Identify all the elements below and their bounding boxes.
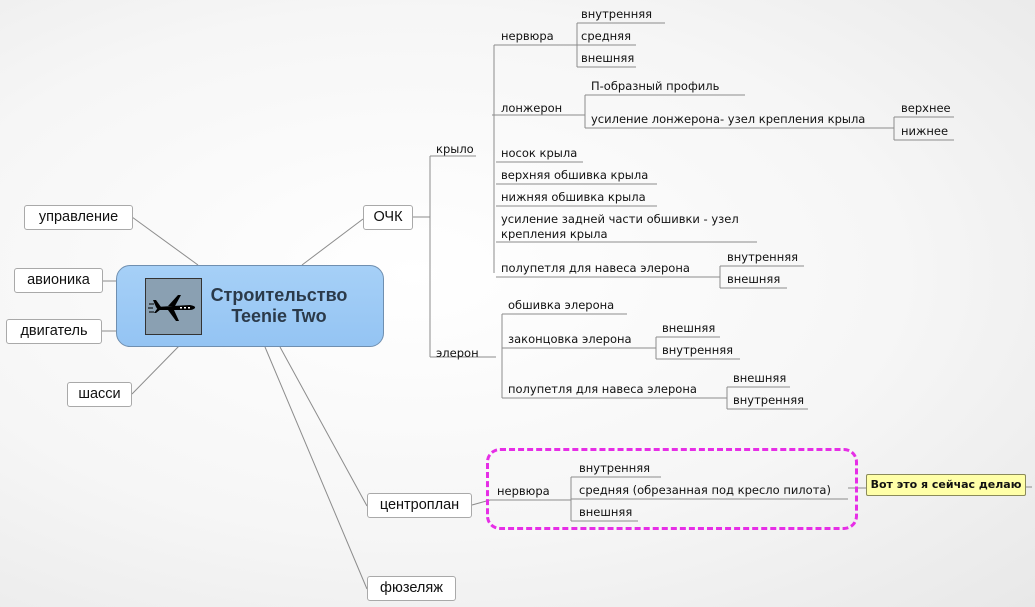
topic-centroplan[interactable]: центроплан [367, 493, 472, 518]
label-polu-el-vnutr[interactable]: внутренняя [733, 393, 805, 407]
label-krylo[interactable]: крыло [436, 142, 474, 156]
connector-line [301, 218, 364, 266]
central-title-line1: Строительство [210, 285, 348, 305]
callout-current-work[interactable]: Вот это я сейчас делаю [866, 474, 1026, 496]
label-zak-vnesh[interactable]: внешняя [662, 321, 716, 335]
label-polupetlya-kr[interactable]: полупетля для навеса элерона [501, 261, 690, 275]
label-obsh-el[interactable]: обшивка элерона [508, 298, 615, 312]
topic-fuzelyazh[interactable]: фюзеляж [367, 576, 456, 601]
label-nerv-sred[interactable]: средняя [581, 29, 632, 43]
topic-ochk[interactable]: ОЧК [363, 205, 413, 230]
label-c-vnutr[interactable]: внутренняя [579, 461, 651, 475]
label-polupetlya-el[interactable]: полупетля для навеса элерона [508, 382, 697, 396]
label-usil-zad-1[interactable]: усиление задней части обшивки - узел [501, 212, 739, 226]
label-nosok[interactable]: носок крыла [501, 146, 578, 160]
topic-shassi[interactable]: шасси [67, 382, 132, 407]
label-nerv-vnesh[interactable]: внешняя [581, 51, 635, 65]
label-usilenie-lonz[interactable]: усиление лонжерона- узел крепления крыла [591, 112, 866, 126]
label-eleron[interactable]: элерон [436, 346, 479, 360]
label-verh-obsh[interactable]: верхняя обшивка крыла [501, 168, 649, 182]
central-title: Строительство Teenie Two [205, 285, 353, 327]
label-verhnee[interactable]: верхнее [901, 101, 951, 115]
label-c-sred[interactable]: средняя (обрезанная под кресло пилота) [579, 483, 831, 497]
topic-upravlenie[interactable]: управление [24, 205, 133, 230]
label-usil-zad-2[interactable]: крепления крыла [501, 227, 608, 241]
label-polu-kr-vnutr[interactable]: внутренняя [727, 250, 799, 264]
connector-line [264, 346, 368, 590]
label-nerv-vnutr[interactable]: внутренняя [581, 7, 653, 21]
label-c-nervyura[interactable]: нервюра [497, 484, 550, 498]
connector-line [279, 346, 368, 507]
label-c-vnesh[interactable]: внешняя [579, 505, 633, 519]
label-nizhnee[interactable]: нижнее [901, 124, 949, 138]
central-topic[interactable]: Строительство Teenie Two [116, 265, 384, 347]
label-nervyura[interactable]: нервюра [501, 29, 554, 43]
connector-line [131, 344, 181, 395]
label-polu-kr-vnesh[interactable]: внешняя [727, 272, 781, 286]
label-nizh-obsh[interactable]: нижняя обшивка крыла [501, 190, 646, 204]
label-zak-vnutr[interactable]: внутренняя [662, 343, 734, 357]
highlight-boundary [486, 448, 858, 530]
airplane-icon [145, 278, 202, 335]
central-title-line2: Teenie Two [231, 306, 327, 326]
label-lonzheron[interactable]: лонжерон [501, 101, 563, 115]
topic-dvigatel[interactable]: двигатель [6, 319, 102, 344]
label-polu-el-vnesh[interactable]: внешняя [733, 371, 787, 385]
label-p-profil[interactable]: П-образный профиль [591, 79, 720, 93]
label-zakonc[interactable]: законцовка элерона [508, 332, 632, 346]
connector-line [131, 216, 199, 266]
topic-avionika[interactable]: авионика [14, 268, 103, 293]
